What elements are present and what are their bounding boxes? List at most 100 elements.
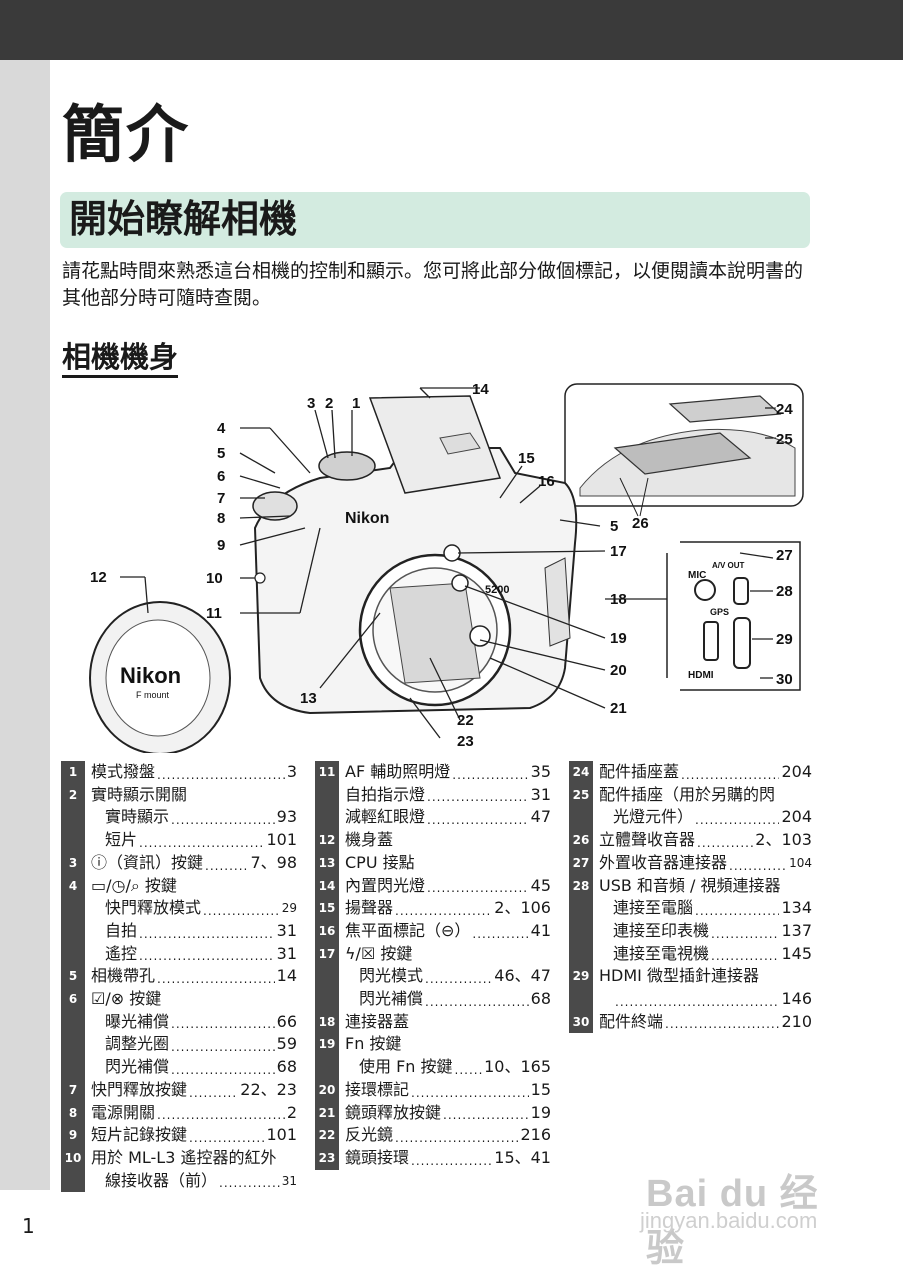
leader-dots (695, 806, 779, 829)
index-label: 機身蓋 (345, 830, 394, 850)
index-number: 23 (315, 1146, 339, 1170)
index-page-ref[interactable]: 101 (266, 1125, 297, 1145)
gps-label: GPS (710, 607, 729, 617)
index-page-ref[interactable]: 146 (781, 989, 812, 1009)
index-page-ref[interactable]: 104 (789, 855, 812, 870)
index-entry: 鏡頭接環15、41 (339, 1147, 551, 1170)
index-page-ref[interactable]: 2、106 (494, 898, 551, 918)
index-entry: 鏡頭釋放按鍵19 (339, 1102, 551, 1125)
index-page-ref[interactable]: 204 (781, 807, 812, 827)
index-entry: 自拍31 (85, 920, 297, 943)
leader-dots (615, 988, 779, 1011)
callout-9: 9 (217, 537, 225, 554)
index-label: 接環標記 (345, 1079, 410, 1099)
index-number (315, 988, 339, 1011)
index-row: 29 HDMI 微型插針連接器 (569, 965, 812, 989)
index-row: 23鏡頭接環15、41 (315, 1146, 551, 1170)
index-page-ref[interactable]: 101 (266, 830, 297, 850)
index-page-ref[interactable]: 31 (281, 1173, 297, 1188)
index-number (61, 1169, 85, 1193)
index-page-ref[interactable]: 3 (286, 762, 297, 781)
index-label: USB 和音頻 / 視頻連接器 (599, 875, 781, 895)
index-page-ref[interactable]: 41 (530, 920, 551, 940)
index-page-ref[interactable]: 137 (781, 920, 812, 940)
index-label: ▭/◷/⌕ 按鍵 (91, 875, 177, 895)
index-page-ref[interactable]: 22、23 (240, 1079, 297, 1099)
index-page-ref[interactable]: 2、103 (755, 830, 812, 850)
index-number: 20 (315, 1078, 339, 1102)
index-number: 29 (569, 965, 593, 989)
index-entry: 電源開關2 (85, 1102, 297, 1125)
index-number: 13 (315, 851, 339, 875)
index-number: 3 (61, 851, 85, 875)
index-page-ref[interactable]: 7、98 (250, 852, 297, 872)
leader-dots (157, 761, 285, 784)
index-page-ref[interactable]: 29 (281, 901, 297, 916)
index-page-ref[interactable]: 68 (276, 1057, 297, 1077)
index-entry: Fn 按鍵 (339, 1033, 551, 1056)
index-page-ref[interactable]: 93 (276, 807, 297, 827)
index-page-ref[interactable]: 15 (530, 1079, 551, 1099)
index-page-ref[interactable]: 31 (530, 784, 551, 804)
callout-20: 20 (610, 662, 627, 679)
leader-dots (189, 1124, 264, 1147)
index-page-ref[interactable]: 68 (530, 989, 551, 1009)
index-entry: 閃光補償68 (85, 1056, 297, 1079)
callout-30: 30 (776, 671, 793, 688)
index-entry: CPU 接點 (339, 852, 551, 875)
index-page-ref[interactable]: 31 (276, 920, 297, 940)
index-page-ref[interactable]: 19 (530, 1102, 551, 1122)
index-label: 短片記錄按鍵 (91, 1125, 188, 1145)
index-number: 6 (61, 988, 85, 1011)
index-number: 26 (569, 829, 593, 852)
index-entry: 實時顯示開關 (85, 784, 297, 807)
index-page-ref[interactable]: 204 (781, 762, 812, 781)
leader-dots (203, 897, 280, 920)
index-number (569, 942, 593, 966)
index-page-ref[interactable]: 66 (276, 1011, 297, 1031)
index-page-ref[interactable]: 46、47 (494, 966, 551, 986)
index-entry: 配件終端210 (593, 1011, 812, 1034)
index-page-ref[interactable]: 145 (781, 943, 812, 963)
index-page-ref[interactable]: 47 (530, 807, 551, 827)
chapter-title: 簡介 (62, 98, 191, 171)
index-label: 使用 Fn 按鍵 (359, 1057, 453, 1077)
index-page-ref[interactable]: 31 (276, 943, 297, 963)
index-row: 閃光模式46、47 (315, 965, 551, 989)
index-page-ref[interactable]: 210 (781, 1011, 812, 1031)
index-page-ref[interactable]: 2 (286, 1102, 297, 1122)
index-column-3: 24配件插座蓋20425配件插座（用於另購的閃光燈元件）20426立體聲收音器2… (569, 761, 812, 1034)
index-entry: 內置閃光燈45 (339, 875, 551, 898)
index-number (315, 1056, 339, 1079)
callout-24: 24 (776, 401, 793, 418)
index-row: 6☑/⊗ 按鍵 (61, 988, 297, 1011)
index-row: 22反光鏡216 (315, 1124, 551, 1147)
index-number (315, 965, 339, 989)
index-label: 外置收音器連接器 (599, 852, 728, 872)
callout-7: 7 (217, 490, 225, 507)
index-entry: 閃光模式46、47 (339, 965, 551, 988)
leader-dots (189, 1079, 238, 1102)
index-label: AF 輔助照明燈 (345, 762, 451, 781)
index-label: 光燈元件） (613, 807, 694, 827)
index-page-ref[interactable]: 216 (520, 1125, 551, 1145)
index-number: 17 (315, 942, 339, 966)
index-page-ref[interactable]: 35 (530, 762, 551, 781)
callout-14: 14 (472, 381, 489, 398)
index-entry: USB 和音頻 / 視頻連接器 (593, 875, 812, 898)
callout-2: 2 (325, 395, 333, 412)
index-page-ref[interactable]: 14 (276, 966, 297, 986)
callout-25: 25 (776, 431, 793, 448)
index-label: HDMI 微型插針連接器 (599, 966, 759, 986)
index-page-ref[interactable]: 59 (276, 1034, 297, 1054)
index-number: 16 (315, 919, 339, 943)
watermark-url: jingyan.baidu.com (640, 1208, 818, 1233)
camera-model: 5200 (485, 584, 509, 596)
index-page-ref[interactable]: 15、41 (494, 1147, 551, 1167)
index-page-ref[interactable]: 10、165 (484, 1057, 551, 1077)
index-page-ref[interactable]: 134 (781, 898, 812, 918)
index-page-ref[interactable]: 45 (530, 875, 551, 895)
